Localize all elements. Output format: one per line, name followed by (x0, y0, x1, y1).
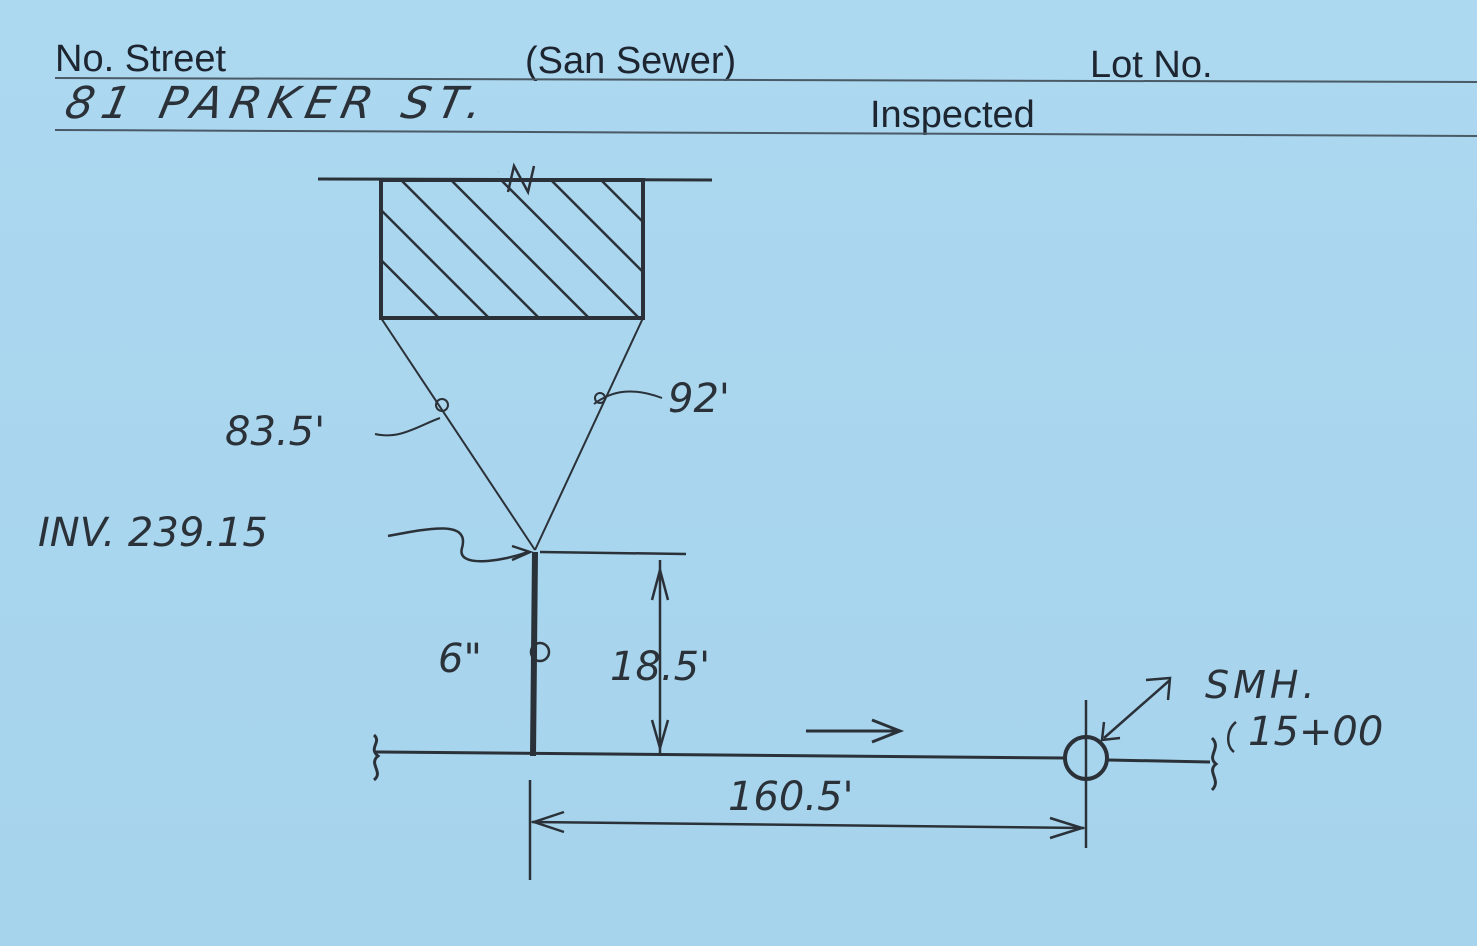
tie-right-marker (594, 392, 606, 404)
distance-dimension (528, 780, 1087, 880)
offset-arrowhead-down-icon (650, 719, 670, 753)
manhole-leader (1100, 676, 1172, 742)
house-hatching (381, 180, 643, 318)
invert-elevation: INV. 239.15 (38, 510, 268, 556)
inspected-label: Inspected (870, 94, 1035, 136)
rule-line-top (54, 77, 1477, 83)
pipe-size: 6" (438, 636, 482, 682)
north-label: N (498, 171, 499, 173)
tie-line-right (534, 317, 644, 551)
street-label: No. Street (55, 38, 227, 80)
tie-right-leader (593, 390, 663, 405)
north-arrow-icon (506, 162, 536, 196)
tie-left-leader (374, 417, 441, 437)
station-bracket (1227, 721, 1237, 753)
rule-line-bottom (54, 129, 1477, 137)
invert-arrowhead-icon (511, 544, 534, 562)
manhole-label: SMH. (1205, 663, 1319, 707)
form-rules (54, 77, 1477, 137)
break-symbol-left (372, 733, 381, 782)
tie-left-distance: 83.5' (225, 409, 325, 455)
break-symbol-right (1210, 736, 1219, 792)
tie-right-distance: 92' (668, 376, 730, 422)
main-distance: 160.5' (728, 774, 854, 820)
main-sewer-line (372, 733, 1219, 792)
offset-dimension (539, 550, 687, 756)
tie-lines (374, 317, 663, 551)
manhole-station: 15+00 (1248, 709, 1383, 755)
distance-arrowhead-left-icon (530, 810, 565, 834)
offset-distance: 18.5' (610, 644, 710, 690)
pipe-size-marker (529, 641, 551, 663)
manhole-arrowhead-far-icon (1145, 676, 1172, 701)
tie-left-marker (435, 398, 449, 412)
manhole-arrowhead-icon (1100, 721, 1121, 742)
offset-arrowhead-up-icon (650, 565, 670, 601)
flow-direction-arrow-icon (806, 718, 905, 744)
invert-leader (387, 527, 529, 563)
service-lateral-pipe (530, 551, 538, 757)
lot-number-label: Lot No. (1090, 44, 1213, 86)
tie-line-left (380, 317, 536, 551)
distance-arrowhead-right-icon (1049, 816, 1087, 840)
sewer-type-label: (San Sewer) (525, 40, 737, 82)
